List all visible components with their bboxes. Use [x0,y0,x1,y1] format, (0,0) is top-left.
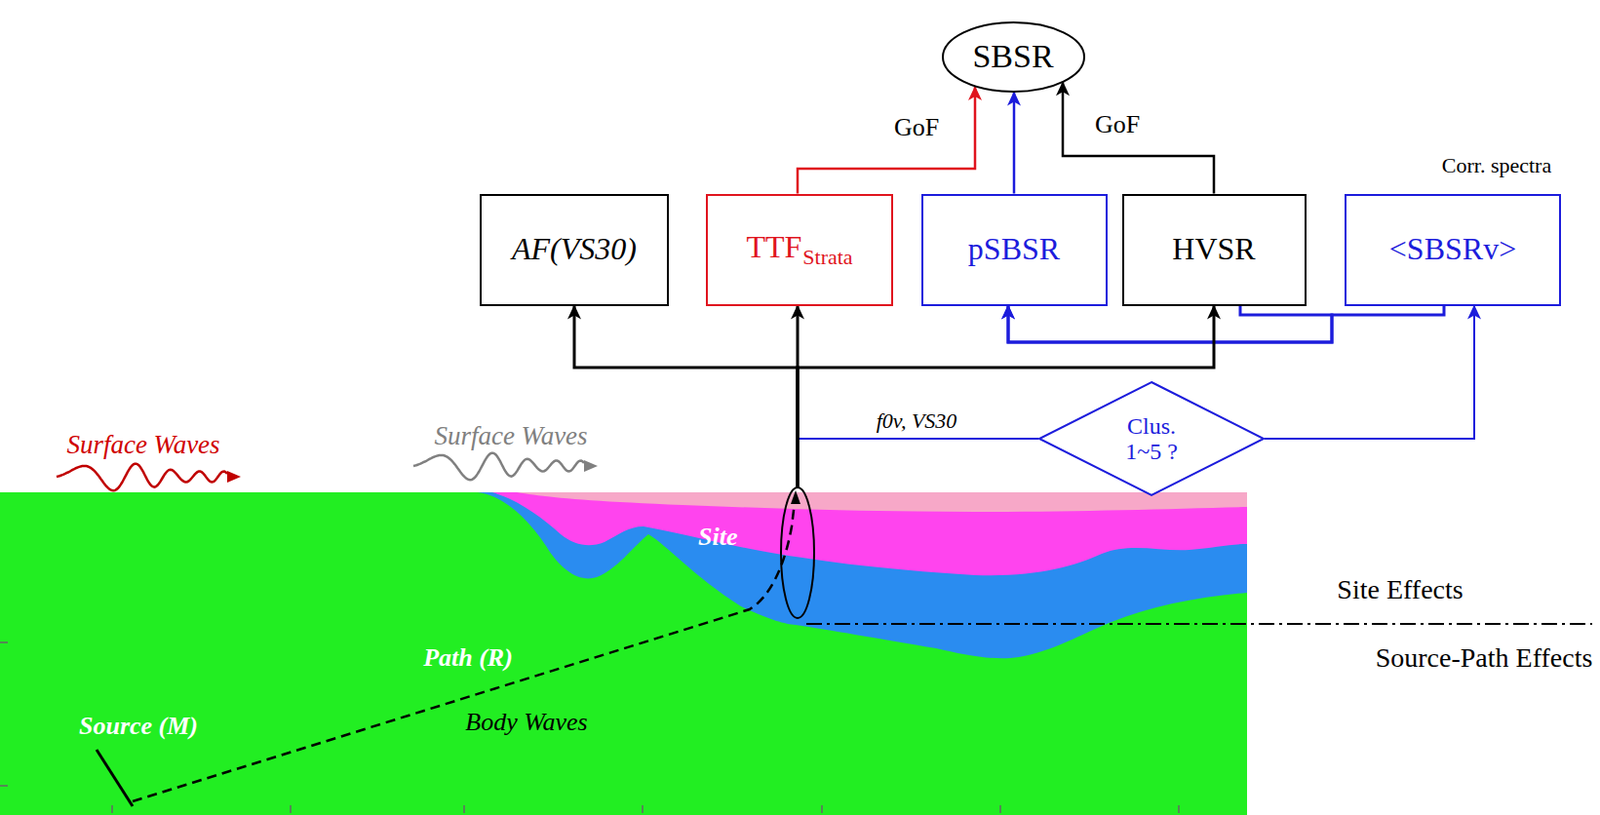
edge-label: GoF [1092,110,1142,140]
connector [797,438,1039,488]
node-text: Site [698,523,738,552]
bedrock [0,492,1248,815]
zone-label: Site Effects [1336,574,1463,606]
wave-label: Surface Waves [433,421,587,452]
surface-wave-red [56,464,228,492]
surface-wave-arrowhead [584,460,598,472]
node-label: Clus. 1~5 ? [1125,413,1178,465]
sediment-layer-top [516,492,1248,512]
source-fault [96,749,133,807]
node-text: <SBSRv> [1389,232,1517,267]
edge-label: f0v, VS30 [874,408,960,433]
surface-wave-grey [413,453,585,481]
node-text: Clus. 1~5 ? [1113,413,1190,466]
diamond-shape [1039,382,1264,496]
axis-ticks [0,642,1179,814]
edge-label: GoF [892,113,941,143]
node-subscript: Strata [802,244,853,270]
result-ellipse: SBSR [941,21,1086,93]
node-label: HVSR [1171,231,1255,267]
surface-wave-arrowhead [227,470,241,483]
connector [1008,306,1444,344]
ellipse-shape [942,22,1085,92]
node-text: TTFStrata [745,230,853,271]
zone-label: Source-Path Effects [1375,642,1594,674]
ray-arrowhead [790,490,801,505]
sediment-layer-deep [477,492,1248,659]
connector [796,306,800,489]
node-text: AF(VS30) [511,232,637,267]
connector [1013,92,1016,195]
wave-label: Surface Waves [66,429,220,461]
connector [797,86,976,195]
method-box: pSBSR [921,194,1108,307]
method-box: <SBSRv> [1344,194,1561,307]
method-box: AF(VS30) [479,194,669,307]
connector [1264,306,1475,440]
source-label: Source (M) [78,711,198,742]
node-label: AF(VS30) [511,231,637,267]
connector [1062,81,1214,194]
node-label: TTF [745,229,802,265]
node-text: pSBSR [968,232,1060,267]
path-label: Path (R) [423,643,513,673]
ray-path [132,502,795,802]
node-label: pSBSR [968,231,1060,267]
wave-type-label: Body Waves [465,707,587,738]
node-text: HVSR [1171,232,1255,267]
connector [574,306,798,489]
node-label: SBSR [972,38,1054,75]
method-box: TTFStrata [705,194,894,307]
connector [1008,306,1332,344]
site-path-divider [806,623,1593,625]
site-column-outline [780,487,815,619]
sediment-layer-middle [492,492,1248,576]
method-box: HVSR [1122,194,1307,307]
node-label: Site [698,522,738,551]
node-text: SBSR [972,38,1054,75]
site-column: Site [780,487,815,619]
node-label: <SBSRv> [1389,231,1517,267]
decision-diamond: Clus. 1~5 ? [1038,381,1265,497]
annotation: Corr. spectra [1442,153,1552,178]
